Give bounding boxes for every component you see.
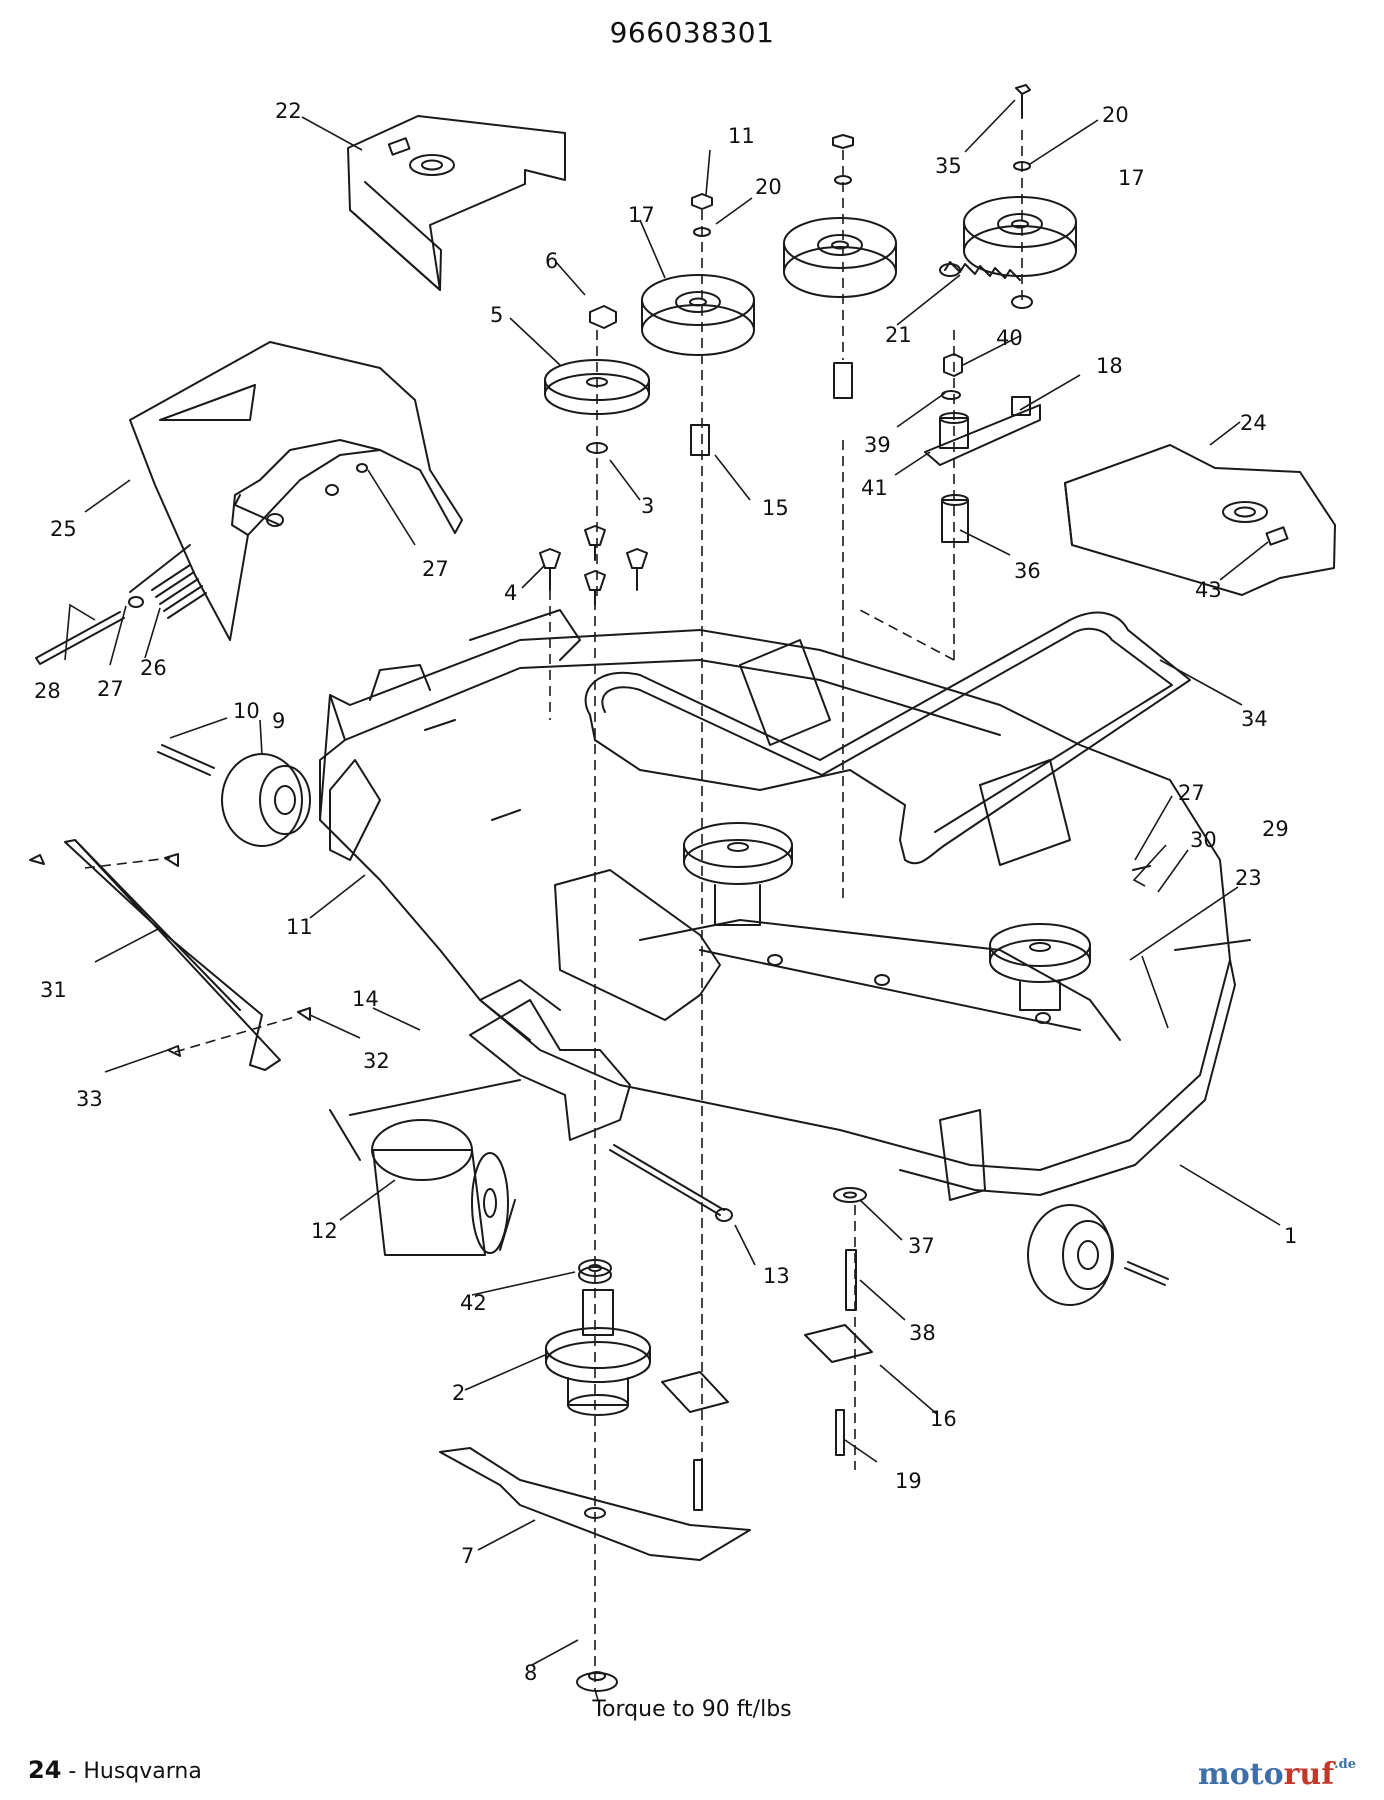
callout-5: 5 [490, 303, 503, 327]
callout-43: 43 [1195, 578, 1222, 602]
callout-30: 30 [1190, 828, 1217, 852]
callout-29: 29 [1262, 817, 1289, 841]
callout-1: 1 [1284, 1224, 1297, 1248]
baffle [64, 839, 281, 1071]
callout-14: 14 [352, 987, 379, 1011]
blade-pulley-right [989, 923, 1091, 1011]
callout-33: 33 [76, 1087, 103, 1111]
callout-24: 24 [1240, 411, 1267, 435]
callout-21: 21 [885, 323, 912, 347]
anti-scalp-roller [329, 1079, 521, 1256]
callout-36: 36 [1014, 559, 1041, 583]
blade-bolt [576, 1671, 618, 1692]
callout-40: 40 [996, 326, 1023, 350]
deflector-spring-rod [35, 544, 207, 665]
gauge-wheel-left [157, 744, 381, 861]
callout-18: 18 [1096, 354, 1123, 378]
mower-deck [319, 609, 1236, 1196]
callout-11a: 11 [728, 124, 755, 148]
callout-20b: 20 [1102, 103, 1129, 127]
callout-7: 7 [461, 1544, 474, 1568]
torque-caption: Torque to 90 ft/lbs [592, 1697, 792, 1722]
deck-plates-hardware [661, 1187, 873, 1511]
callout-37: 37 [908, 1234, 935, 1258]
callout-38: 38 [909, 1321, 936, 1345]
callout-4: 4 [504, 581, 517, 605]
callout-28: 28 [34, 679, 61, 703]
blade-pulley-center [683, 822, 793, 926]
callout-34: 34 [1241, 707, 1268, 731]
spindle-assembly [545, 1289, 651, 1416]
callout-42: 42 [460, 1291, 487, 1315]
callout-2: 2 [452, 1381, 465, 1405]
watermark-part-3: .de [1334, 1757, 1356, 1772]
belt-cover-right [1064, 444, 1336, 596]
watermark-logo: motoruf.de [1198, 1757, 1356, 1792]
diagram-title: 966038301 [609, 16, 775, 49]
deck-bolts [29, 719, 1251, 1057]
callout-3: 3 [641, 494, 654, 518]
callout-27c: 27 [1178, 781, 1205, 805]
callout-19: 19 [895, 1469, 922, 1493]
callout-10: 10 [233, 699, 260, 723]
callout-22: 22 [275, 99, 302, 123]
callout-17b: 17 [1118, 166, 1145, 190]
idler-pulley-center [783, 217, 897, 298]
callout-41: 41 [861, 476, 888, 500]
callout-16: 16 [930, 1407, 957, 1431]
idler-pulley-17-left [641, 274, 755, 356]
callout-11b: 11 [286, 915, 313, 939]
callout-25: 25 [50, 517, 77, 541]
callout-27b: 27 [422, 557, 449, 581]
callout-26: 26 [140, 656, 167, 680]
drive-belt [584, 611, 1191, 865]
callout-9: 9 [272, 709, 285, 733]
idler-arm-assembly [924, 353, 1041, 543]
callout-13: 13 [763, 1264, 790, 1288]
callout-39: 39 [864, 433, 891, 457]
callout-17a: 17 [628, 203, 655, 227]
page-number: 24 [28, 1756, 62, 1784]
discharge-chute-deflector [129, 341, 463, 641]
callout-15: 15 [762, 496, 789, 520]
roller-axle [609, 1144, 733, 1222]
callout-labels: 1 2 3 4 5 6 7 8 9 10 11 11 12 13 14 15 1… [34, 99, 1297, 1685]
watermark-part-2: ruf [1283, 1757, 1335, 1792]
callout-32: 32 [363, 1049, 390, 1073]
callout-35: 35 [935, 154, 962, 178]
idler-spring [939, 261, 1033, 309]
idler-pulley-17-right [963, 196, 1077, 277]
leader-lines [64, 99, 1281, 1666]
callout-31: 31 [40, 978, 67, 1002]
brand-label: - Husqvarna [68, 1759, 202, 1784]
belt-cover-left [347, 115, 566, 291]
roller-bracket [469, 999, 631, 1141]
watermark-part-1: moto [1197, 1757, 1284, 1792]
callout-8: 8 [524, 1661, 537, 1685]
callout-20a: 20 [755, 175, 782, 199]
callout-6: 6 [545, 249, 558, 273]
gauge-wheel-right [939, 1109, 1169, 1306]
callout-12: 12 [311, 1219, 338, 1243]
callout-27a: 27 [97, 677, 124, 701]
page-footer: 24 - Husqvarna [28, 1756, 202, 1784]
callout-23: 23 [1235, 866, 1262, 890]
